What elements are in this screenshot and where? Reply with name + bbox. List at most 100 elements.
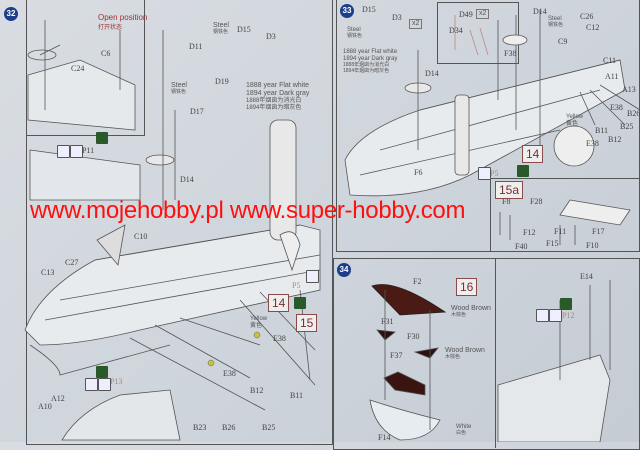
part-label: F38: [504, 49, 517, 58]
part-label: A12: [51, 394, 65, 403]
part-e38-yellow-2: [207, 359, 215, 367]
glue-icon: [70, 145, 83, 158]
steel-label: Steel 钢铁色: [347, 27, 362, 40]
quantity-x2: x2: [476, 9, 490, 20]
part-label: P5: [490, 169, 499, 178]
reference-box-15a: 15a: [495, 181, 524, 199]
steel-cn: 钢铁色: [171, 89, 187, 96]
yellow-text: Yellow: [566, 114, 584, 120]
glue-icon: [98, 378, 111, 391]
quantity-x2: x2: [409, 19, 423, 30]
note-line: 1888年烟囱为消光白: [246, 98, 302, 105]
wood-brown-label: Wood Brown 木棕色: [451, 305, 491, 319]
paint-icon: [57, 145, 70, 158]
white-cn: 白色: [456, 429, 467, 436]
cement-icon: [517, 165, 529, 177]
glue-icon: [306, 270, 319, 283]
part-label: A11: [605, 72, 619, 81]
part-label: F28: [530, 197, 543, 206]
open-position-text: Open position: [98, 13, 148, 22]
yellow-text: Yellow: [250, 316, 268, 322]
note-line: 1888年烟囱为消光白: [343, 61, 390, 68]
part-label: F8: [502, 197, 511, 206]
step-33-detail-box: [437, 2, 519, 64]
part-label: D14: [533, 7, 547, 16]
part-e38-yellow: [253, 331, 261, 339]
part-label: D49: [459, 10, 473, 19]
part-label: F15: [546, 239, 559, 248]
part-label: C9: [558, 37, 568, 46]
steel-text: Steel: [171, 82, 187, 89]
yellow-label: Yellow 黄色: [566, 114, 583, 128]
part-label: F31: [381, 317, 394, 326]
note-line: 1894年烟囱为暗灰色: [246, 104, 302, 111]
part-label: B12: [608, 135, 622, 144]
wood-brown-text: Wood Brown: [445, 347, 485, 354]
part-label: D34: [449, 26, 463, 35]
part-label: D19: [215, 77, 229, 86]
note-line: 1894 year Dark gray: [343, 55, 398, 62]
part-label: B23: [193, 423, 207, 432]
steel-label: Steel 钢铁色: [548, 16, 563, 29]
part-label: F11: [554, 227, 567, 236]
steel-cn: 钢铁色: [548, 21, 564, 28]
part-label: E38: [223, 369, 236, 378]
reference-box-14: 14: [268, 294, 290, 312]
open-position-cn: 打开状态: [98, 25, 123, 31]
open-position-label: Open position 打开状态: [98, 13, 147, 31]
part-label: F12: [523, 228, 536, 237]
steel-cn: 钢铁色: [347, 32, 363, 39]
part-label: D15: [362, 5, 376, 14]
part-label: D15: [237, 25, 251, 34]
part-label: D17: [190, 107, 204, 116]
note-line: 1894年烟囱为暗灰色: [343, 67, 390, 74]
steel-label: Steel 钢铁色: [171, 82, 187, 96]
part-label: B11: [595, 126, 609, 135]
funnel-color-note: 1888 year Flat white 1894 year Dark gray…: [343, 49, 397, 74]
part-label: C27: [65, 258, 79, 267]
reference-box-16: 16: [456, 278, 478, 296]
part-label: F6: [414, 168, 423, 177]
steel-label: Steel 钢铁色: [213, 22, 229, 36]
yellow-label: Yellow 黄色: [250, 316, 267, 330]
part-label: C26: [580, 12, 594, 21]
part-label: E38: [273, 334, 286, 343]
part-label: P13: [110, 377, 123, 386]
funnel-color-note: 1888 year Flat white 1894 year Dark gray…: [246, 82, 309, 112]
part-label: B11: [290, 391, 304, 400]
part-label: D14: [180, 175, 194, 184]
part-label: C12: [586, 23, 600, 32]
part-label: A13: [622, 85, 636, 94]
yellow-cn: 黄色: [250, 322, 263, 329]
paint-icon: [85, 378, 98, 391]
part-label: B12: [250, 386, 264, 395]
step-15a-box: [490, 178, 640, 252]
part-label: B26: [627, 109, 640, 118]
steel-text: Steel: [548, 16, 562, 22]
part-label: F14: [378, 433, 391, 442]
part-label: B25: [620, 122, 634, 131]
part-label: E14: [580, 272, 593, 281]
step-32-badge: 32: [4, 7, 18, 21]
note-line: 1888 year Flat white: [343, 49, 398, 55]
part-label: D3: [266, 32, 276, 41]
glue-icon: [549, 309, 562, 322]
part-label: F17: [592, 227, 605, 236]
part-label: D14: [425, 69, 439, 78]
cement-icon: [560, 298, 572, 310]
cement-icon: [96, 366, 108, 378]
note-line: 1888 year Flat white: [246, 82, 310, 89]
part-label: F40: [515, 242, 528, 251]
watermark: www.mojehobby.pl www.super-hobby.com: [30, 197, 466, 224]
step-34-divider: [495, 258, 496, 448]
part-label: F10: [586, 241, 599, 250]
yellow-cn: 黄色: [566, 120, 579, 127]
part-label: C10: [134, 232, 148, 241]
wood-brown-label: Wood Brown 木棕色: [445, 347, 485, 361]
part-label: P12: [562, 311, 575, 320]
reference-box-15: 15: [296, 314, 318, 332]
white-text: White: [456, 424, 472, 430]
step-33-badge: 33: [340, 4, 354, 18]
part-label: F30: [407, 332, 420, 341]
